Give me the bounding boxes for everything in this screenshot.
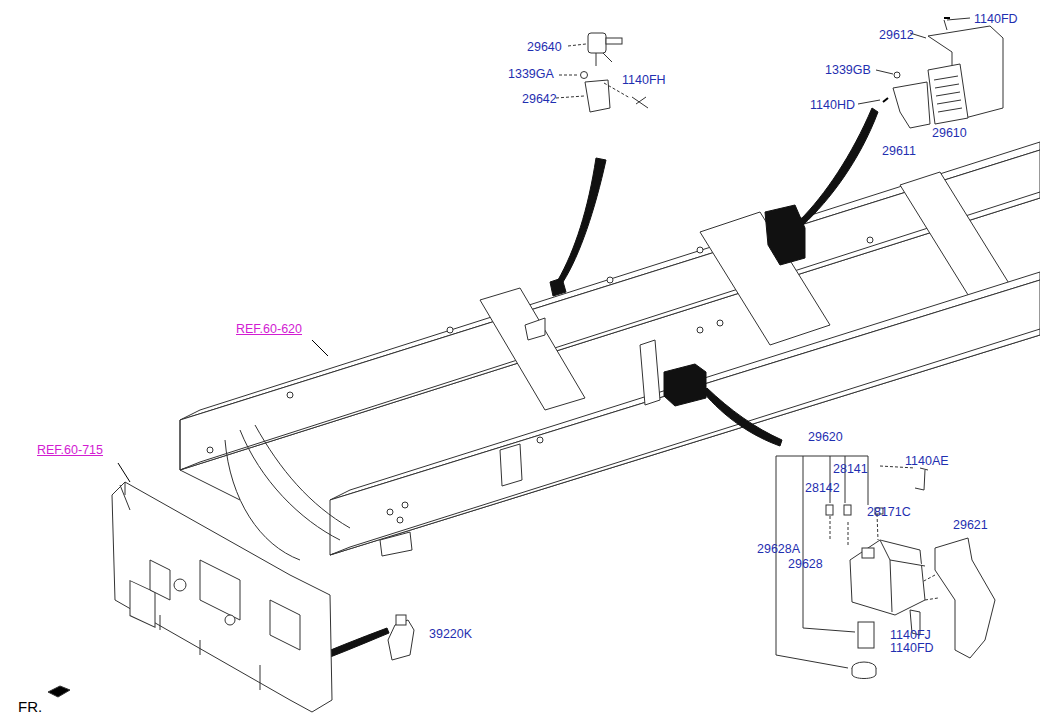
part-number: 29621: [953, 518, 988, 532]
frame: [180, 142, 1040, 560]
direction-label: FR.: [18, 700, 42, 714]
part-number: 1140AE: [905, 454, 949, 468]
reference-label: REF.60-715: [37, 443, 103, 457]
part-number: 1339GB: [825, 63, 871, 77]
part-number: 28141: [833, 462, 868, 476]
part-number: 29628A: [757, 542, 800, 556]
sensor-detail: [388, 615, 414, 660]
valve-detail: [556, 33, 648, 112]
part-number: 29628: [788, 557, 823, 571]
reference-label: REF.60-620: [236, 322, 302, 336]
part-number: 29611: [882, 144, 916, 158]
part-number: 1140FJ: [890, 628, 931, 642]
part-number: 28171C: [867, 505, 911, 519]
mounted-parts: [300, 108, 878, 668]
part-number: 1140HD: [810, 98, 855, 112]
ecu-detail: [858, 18, 1003, 128]
part-number: 29610: [932, 126, 967, 140]
part-number: 29640: [527, 40, 562, 54]
part-number: 29642: [522, 92, 557, 106]
part-number: 1339GA: [508, 67, 554, 81]
part-number: 1140FD: [890, 641, 934, 655]
part-number: 29620: [808, 430, 843, 444]
part-number: 28142: [805, 481, 840, 495]
part-number: 39220K: [429, 627, 472, 641]
front-arrow: [48, 686, 70, 697]
part-number: 1140FD: [974, 12, 1018, 26]
part-number: 1140FH: [622, 73, 666, 87]
hcu-detail: [776, 456, 995, 679]
part-number: 29612: [879, 28, 914, 42]
bulkhead-panel: [112, 482, 332, 712]
